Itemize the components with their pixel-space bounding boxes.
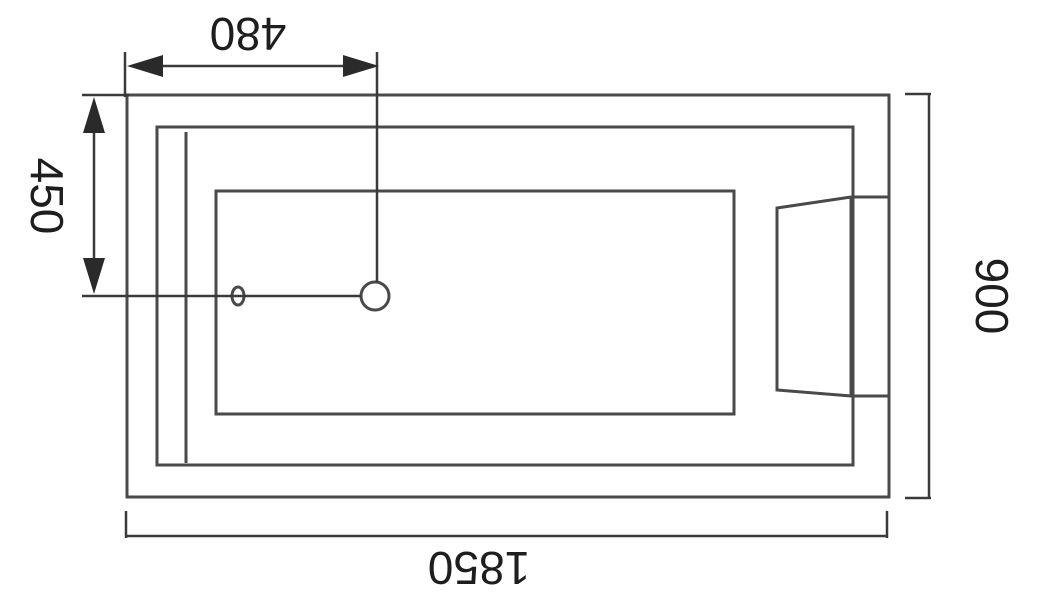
drain-icon: [359, 280, 391, 312]
dim-1850-label: 1850: [428, 542, 530, 594]
dim-450-arrow-top: [83, 97, 105, 133]
dim-450-arrow-bottom: [83, 258, 105, 294]
dim-480-arrow-left: [127, 55, 163, 77]
dim-450-label: 450: [21, 158, 73, 235]
dim-480-label: 480: [210, 8, 287, 60]
headrest-pillow: [775, 195, 853, 398]
basin-bottom: [214, 189, 736, 416]
dim-900-label: 900: [966, 258, 1018, 335]
dim-480-arrow-right: [343, 55, 379, 77]
